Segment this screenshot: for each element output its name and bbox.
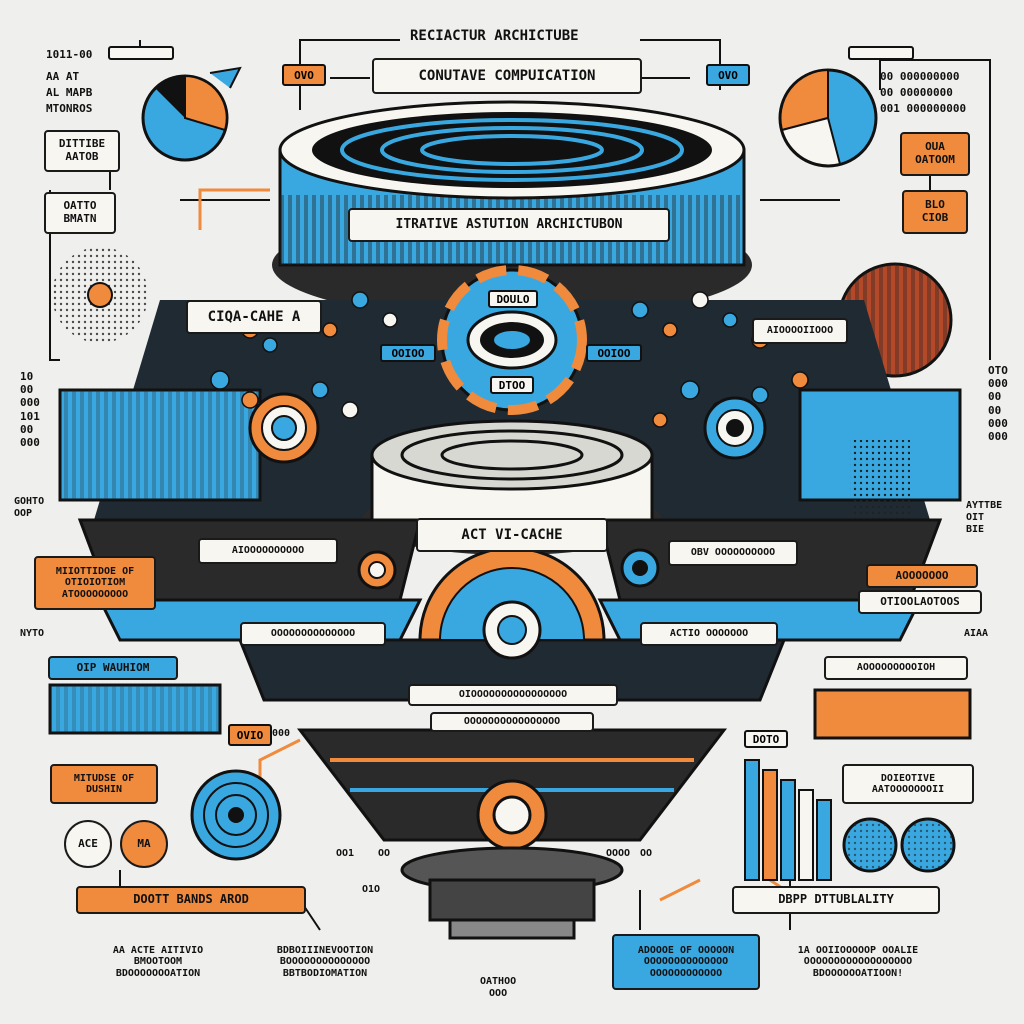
top-right-legend-tag [848, 46, 914, 60]
node-clusters [210, 291, 809, 428]
left-eye-ornament [248, 392, 320, 464]
top-right-legend-line-3: 001 000000000 [880, 102, 967, 115]
header-banner: CONUTAVE COMPUICATION [372, 58, 642, 94]
top-ring-label: ITRATIVE ASTUTION ARCHICTUBON [348, 208, 670, 242]
center-footer: OATHOO OOO [480, 976, 517, 999]
right-bar-tag: DOTO [744, 730, 788, 748]
right-bar-label: AOOOOOOOOOIOH [824, 656, 968, 680]
chip-right: OOIOO [586, 344, 642, 362]
central-hub [437, 265, 587, 415]
header-tag-right: OVO [706, 64, 750, 86]
hub-top-label: DOULO [488, 290, 538, 308]
blue-bar-label: OIP WAUHIOM [48, 656, 178, 680]
bottom-band-2-label: OOOOOOOOOOOOOOOO [430, 712, 594, 732]
center-code-3: OO [640, 848, 653, 859]
lower-right-bars [744, 759, 832, 881]
left-band-label: AIOOOOOOOOOO [198, 538, 338, 564]
right-bottom-code: AYTTBE OIT BIE [966, 500, 1003, 535]
mid-right-side-text: AIAA [964, 628, 989, 639]
lower-right-band-label: ACTIO OOOOOOO [640, 622, 778, 646]
circle-ma: MA [120, 820, 168, 868]
left-mesh [52, 247, 148, 343]
lower-fan [237, 546, 787, 702]
center-code-1: OO1 [336, 848, 355, 859]
hub-bottom-label: DTOO [490, 376, 534, 394]
top-left-legend-line-2: AL MAPB [46, 86, 93, 99]
right-drum-label: AIOOOOIIOOO [752, 318, 848, 344]
mid-left-orange-box: MIIOTTIDOE OF OTIOIOTIOM ATOOOOOOOOO [34, 556, 156, 610]
left-bottom-code: GOHTO OOP [14, 496, 45, 519]
left-box-1: DITTIBE AATOB [44, 130, 120, 172]
left-cache-label: CIQA-CAHE A [186, 300, 322, 334]
top-left-legend-tag [108, 46, 174, 60]
center-code-2: OO [378, 848, 391, 859]
mid-right-box-1: AOOOOOOO [866, 564, 978, 588]
right-box-1: OUA OATOOM [900, 132, 970, 176]
right-code-column: OTO 000 00 00 000 000 [988, 364, 1008, 443]
top-right-legend-line-1: 00 000000000 [880, 70, 960, 83]
top-left-pie [141, 66, 242, 162]
chip-left: OOIOO [380, 344, 436, 362]
lower-left-tag: OVIO [228, 724, 272, 746]
mid-ring-label: ACT VI-CACHE [416, 518, 608, 552]
center-code-4: OOOO [606, 848, 631, 859]
header-tag-left: OVO [282, 64, 326, 86]
left-code-column: 10 00 000 101 00 000 [20, 370, 40, 449]
circle-ace: ACE [64, 820, 112, 868]
bottom-funnel [296, 728, 728, 940]
mid-left-side-text: NYTO [20, 628, 45, 639]
diagram-title: RECIACTUR ARCHICTUBE [410, 28, 579, 44]
top-left-legend-line-1: AA AT [46, 70, 80, 83]
lower-left-band-label: OOOOOOOOOOOOOO [240, 622, 386, 646]
right-box-2: BLO CIOB [902, 190, 968, 234]
lower-right-box: DOIEOTIVE AATOOOOOOOII [842, 764, 974, 804]
right-orange-bar [813, 688, 972, 740]
right-eye-ornament [703, 396, 767, 460]
center-code-5: O1O [362, 884, 381, 895]
right-band-label: OBV OOOOOOOOOO [668, 540, 798, 566]
left-box-2: OATTO BMATN [44, 192, 116, 234]
lower-left-orange-box: MITUDSE OF DUSHIN [50, 764, 158, 804]
bottom-text-1: AA ACTE AITIVIO BMOOTOOM BDOOOOOOOATION [112, 944, 204, 979]
bottom-text-4: 1A OOIIOOOOOP OOALIE OOOOOOOOOOOOOOOOOO … [797, 944, 919, 979]
mid-right-box-2: OTIOOLAOTOOS [858, 590, 982, 614]
top-right-legend-line-2: 00 00000000 [880, 86, 953, 99]
lower-left-bottom-bar: DOOTT BANDS AROD [76, 886, 306, 914]
lower-left-small: 000 [272, 728, 291, 739]
bottom-text-3: ADOOOE OF OOOOON OOOOOOOOOOOOOO OOOOOOOO… [612, 934, 760, 990]
lower-right-bottom-bar: DBPP DTTUBLALITY [732, 886, 940, 914]
bottom-text-2: BDBOIIINEVOOTION BOOOOOOOOOOOOOO BBTBODI… [276, 944, 374, 979]
top-right-pie [778, 68, 878, 168]
top-left-legend-line-3: MTONROS [46, 102, 93, 115]
top-left-code: 1011-00 [46, 48, 93, 61]
bottom-band-1-label: OIOOOOOOOOOOOOOOOO [408, 684, 618, 706]
lower-left-rings [190, 769, 282, 861]
